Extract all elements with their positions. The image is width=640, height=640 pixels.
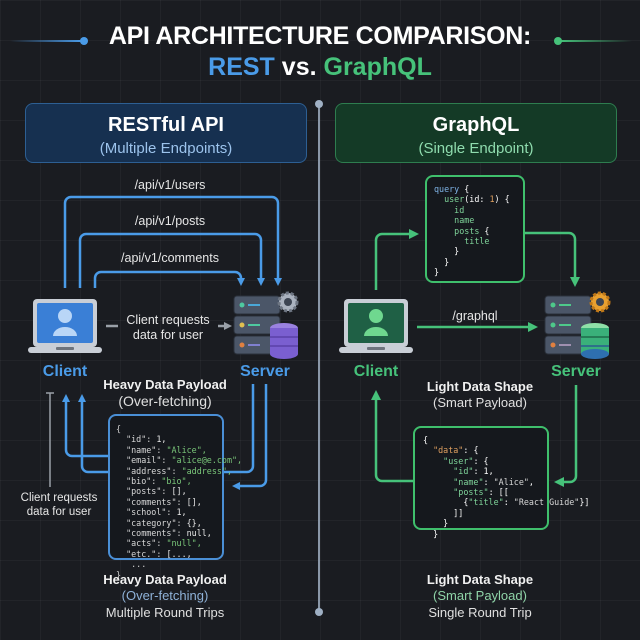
endpoint-comments-label: /api/v1/comments bbox=[121, 251, 219, 265]
endpoint-users-label: /api/v1/users bbox=[134, 178, 206, 192]
json-line: "email": "alice@e.com", bbox=[116, 455, 243, 466]
rest-payload-subtitle: (Over-fetching) bbox=[118, 393, 212, 409]
rest-side-label-line1: Client requests bbox=[20, 492, 98, 504]
query-line: id bbox=[454, 204, 465, 215]
rest-request-label-line2: data for user bbox=[132, 328, 204, 342]
rest-payload-title: Heavy Data Payload bbox=[103, 377, 227, 392]
query-line: name bbox=[454, 215, 475, 226]
response-line: } bbox=[433, 528, 439, 539]
rest-side-label-line2: data for user bbox=[26, 506, 92, 518]
json-line: "comments": [], bbox=[116, 496, 202, 507]
json-line: "comments": null, bbox=[116, 528, 212, 539]
gql-arrow-response-in bbox=[554, 385, 578, 487]
response-line: { bbox=[423, 435, 429, 445]
graphql-bottom-note: Single Round Trip bbox=[428, 605, 532, 620]
graphql-panel-subtitle: (Single Endpoint) bbox=[418, 140, 534, 157]
rest-client-label: Client bbox=[42, 363, 88, 380]
title-decor-line-right bbox=[560, 40, 632, 42]
graphql-panel-title: GraphQL bbox=[432, 114, 520, 136]
subtitle-vs: vs. bbox=[274, 53, 324, 81]
response-line: "user": { bbox=[443, 455, 489, 466]
query-line: } bbox=[444, 256, 450, 267]
json-line: "school": 1, bbox=[116, 507, 187, 518]
page-title: API ARCHITECTURE COMPARISON: bbox=[108, 22, 532, 50]
gql-arrow-from-query bbox=[525, 231, 580, 287]
query-line: title bbox=[464, 236, 490, 247]
response-line: {"title": "React Guide"}] bbox=[423, 497, 590, 508]
arrow-users bbox=[63, 195, 282, 288]
graphql-query-codebox: query { user(id: 1) { id name posts { ti… bbox=[425, 175, 525, 283]
json-line: "category": {}, bbox=[116, 517, 202, 528]
json-line: "acts": "null", bbox=[116, 538, 202, 549]
rest-panel-subtitle: (Multiple Endpoints) bbox=[99, 140, 233, 157]
endpoint-posts-label: /api/v1/posts bbox=[134, 214, 206, 228]
query-line: } bbox=[454, 246, 460, 257]
subtitle-graphql: GraphQL bbox=[323, 53, 432, 81]
query-line: query { bbox=[434, 184, 470, 194]
divider-dot-top bbox=[315, 100, 323, 108]
graphql-response-text: { "data": { "user": { "id": 1, "name": "… bbox=[423, 435, 589, 539]
graphql-payload-subtitle: (Smart Payload) bbox=[433, 395, 527, 410]
title-decor-dot-right bbox=[554, 37, 562, 45]
query-line: posts { bbox=[454, 225, 490, 236]
json-line: "name": "Alice", bbox=[116, 444, 207, 455]
rest-bottom-note: Multiple Round Trips bbox=[105, 605, 225, 620]
json-line: "address": "address", bbox=[116, 465, 232, 476]
title-decor-line-left bbox=[10, 40, 82, 42]
graphql-endpoint-label: /graphql bbox=[452, 309, 498, 323]
gql-arrow-to-query bbox=[374, 229, 419, 290]
query-line: } bbox=[434, 267, 440, 278]
arrow-comments bbox=[93, 270, 245, 288]
graphql-response-codebox: { "data": { "user": { "id": 1, "name": "… bbox=[413, 426, 589, 539]
response-line: "data": { bbox=[433, 445, 479, 456]
page-subtitle: REST vs. GraphQL bbox=[0, 53, 640, 82]
rest-panel-header: RESTful API (Multiple Endpoints) bbox=[25, 103, 307, 163]
graphql-payload-title: Light Data Shape bbox=[426, 379, 534, 394]
graphql-panel-header: GraphQL (Single Endpoint) bbox=[335, 103, 617, 163]
title-decor-dot-left bbox=[80, 37, 88, 45]
json-line: "bio": "bio", bbox=[116, 476, 192, 487]
rest-request-label-line1: Client requests bbox=[126, 313, 210, 327]
json-line: "id": 1, bbox=[116, 434, 167, 445]
divider-dot-bottom bbox=[315, 608, 323, 616]
graphql-bottom-title: Light Data Shape bbox=[426, 572, 534, 587]
json-line: "posts": [], bbox=[116, 486, 187, 497]
rest-server-label: Server bbox=[240, 363, 290, 380]
rest-payload-json: "id": 1, "name": "Alice", "email": "alic… bbox=[116, 434, 242, 558]
rest-bottom-title: Heavy Data Payload bbox=[103, 572, 227, 587]
graphql-server-label: Server bbox=[551, 363, 601, 380]
gql-arrow-response-out bbox=[371, 390, 413, 483]
query-line: user(id: 1) { bbox=[444, 194, 510, 205]
graphql-client-label: Client bbox=[353, 363, 399, 380]
json-line: "etc.": [..., bbox=[116, 548, 192, 559]
graphql-server-icon bbox=[544, 291, 611, 359]
rest-server-icon bbox=[233, 291, 299, 359]
arrow-posts bbox=[78, 232, 265, 288]
rest-bottom-subtitle: (Over-fetching) bbox=[121, 588, 209, 603]
response-line: } bbox=[443, 518, 449, 529]
arrow-return-3 bbox=[62, 394, 108, 458]
rest-side-label: Client requests data for user bbox=[12, 491, 106, 519]
graphql-client-laptop-icon bbox=[339, 299, 413, 353]
response-line: ]] bbox=[453, 507, 464, 518]
response-line: "id": 1, bbox=[453, 466, 494, 477]
subtitle-rest: REST bbox=[208, 53, 275, 81]
center-divider bbox=[318, 104, 320, 612]
graphql-query-text: query { user(id: 1) { id name posts { ti… bbox=[434, 184, 510, 277]
rest-request-label: Client requests data for user bbox=[118, 313, 218, 343]
response-line: "posts": [[ bbox=[453, 487, 509, 498]
rest-payload-codebox: { "id": 1, "name": "Alice", "email": "al… bbox=[108, 414, 242, 580]
response-line: "name": "Alice", bbox=[453, 476, 534, 487]
arrow-return-2 bbox=[232, 384, 268, 490]
rest-panel-title: RESTful API bbox=[108, 114, 224, 136]
rest-client-laptop-icon bbox=[28, 299, 102, 353]
graphql-bottom-subtitle: (Smart Payload) bbox=[433, 588, 527, 603]
